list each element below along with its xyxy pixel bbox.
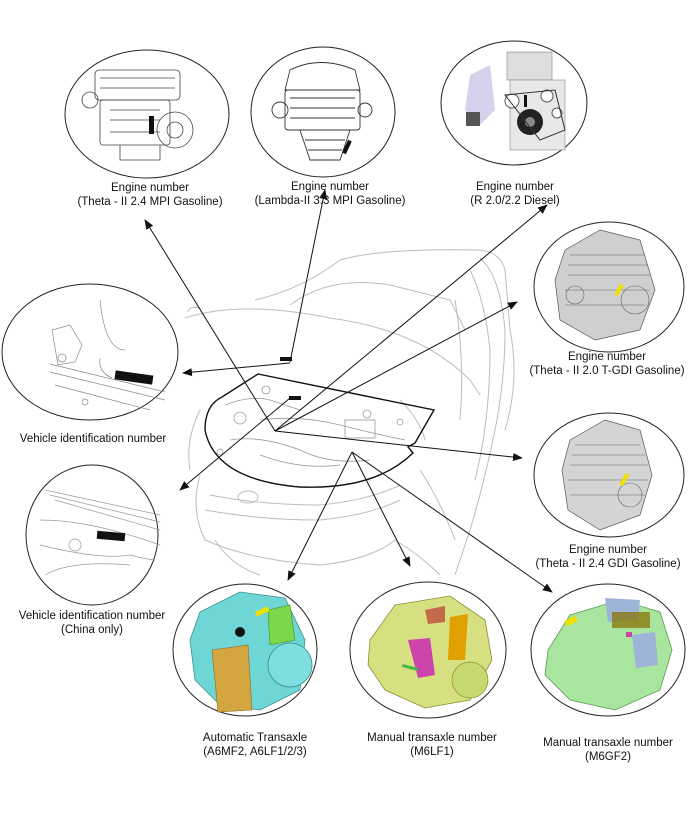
label-variant: (M6GF2) xyxy=(584,751,631,763)
label-variant: (Theta - II 2.4 GDI Gasoline) xyxy=(535,558,681,570)
vehicle-illustration xyxy=(184,249,515,576)
engine-lambda2-33-mpi-callout xyxy=(250,46,396,178)
arrow-theta2-20-tgdi xyxy=(274,301,518,432)
label-vin-main: Vehicle identification number xyxy=(20,432,166,446)
label-r-diesel: Engine number (R 2.0/2.2 Diesel) xyxy=(470,180,559,208)
label-title: Engine number xyxy=(569,544,647,556)
label-title: Engine number xyxy=(475,181,554,193)
arrow-vin-china xyxy=(179,397,291,491)
engine-theta2-24-gdi-callout xyxy=(533,412,685,538)
engine-number-marker xyxy=(619,472,630,487)
label-variant: (China only) xyxy=(61,624,123,636)
label-auto-transaxle: Automatic Transaxle (A6MF2, A6LF1/2/3) xyxy=(203,731,307,759)
engine-theta2-20-tgdi-callout xyxy=(533,221,685,353)
label-vin-china: Vehicle identification number (China onl… xyxy=(19,609,165,637)
arrow-theta2-24-gdi xyxy=(274,430,523,461)
engine-theta2-24-mpi-callout xyxy=(64,49,230,179)
label-variant: (A6MF2, A6LF1/2/3) xyxy=(203,746,307,758)
engine-number-marker xyxy=(149,116,154,134)
label-variant: (Theta - II 2.0 T-GDI Gasoline) xyxy=(529,365,685,377)
engine-number-marker xyxy=(614,283,624,297)
engine-r-diesel-callout xyxy=(440,40,588,166)
label-variant: (R 2.0/2.2 Diesel) xyxy=(470,195,560,207)
label-m6lf1: Manual transaxle number (M6LF1) xyxy=(367,731,497,759)
label-title: Manual transaxle number xyxy=(367,732,497,744)
arrow-lambda2-33-mpi xyxy=(289,189,328,363)
engine-number-marker xyxy=(524,95,527,107)
arrow-theta2-24-mpi xyxy=(144,219,276,432)
arrow-vin-main xyxy=(182,362,291,377)
label-lambda2-33-mpi: Engine number (Lambda-II 3.3 MPI Gasolin… xyxy=(255,180,406,208)
label-variant: (M6LF1) xyxy=(410,746,454,758)
label-title: Vehicle identification number xyxy=(18,610,166,622)
label-variant: (Theta - II 2.4 MPI Gasoline) xyxy=(77,196,223,208)
leader-lines xyxy=(144,189,553,593)
transaxle-number-marker xyxy=(254,606,270,617)
label-m6gf2: Manual transaxle number (M6GF2) xyxy=(543,736,673,764)
label-theta2-24-mpi: Engine number (Theta - II 2.4 MPI Gasoli… xyxy=(77,181,222,209)
m6gf2-transaxle-callout xyxy=(530,583,686,717)
label-title: Automatic Transaxle xyxy=(202,732,308,744)
vin-china-callout xyxy=(25,464,161,606)
engine-bay-outline xyxy=(204,373,436,488)
label-variant: (Lambda-II 3.3 MPI Gasoline) xyxy=(254,195,406,207)
vin-marker xyxy=(114,370,154,385)
engine-number-marker xyxy=(289,396,301,400)
vin-marker xyxy=(96,530,126,542)
label-title: Engine number xyxy=(111,182,189,194)
vin-main-callout xyxy=(1,283,179,421)
label-title: Engine number xyxy=(568,351,646,363)
transaxle-number-marker xyxy=(564,615,578,627)
label-theta2-20-tgdi: Engine number (Theta - II 2.0 T-GDI Gaso… xyxy=(529,350,684,378)
m6lf1-transaxle-callout xyxy=(349,581,507,719)
label-title: Manual transaxle number xyxy=(543,737,673,749)
arrow-m6lf1 xyxy=(351,451,411,567)
label-title: Engine number xyxy=(291,181,369,193)
engine-number-marker xyxy=(342,139,352,155)
auto-transaxle-callout xyxy=(172,583,318,717)
label-title: Vehicle identification number xyxy=(19,433,167,445)
arrow-m6gf2 xyxy=(351,451,553,593)
arrow-auto-transaxle xyxy=(287,451,353,581)
vin-marker-hood xyxy=(280,357,292,361)
arrow-r-diesel xyxy=(274,204,548,432)
label-theta2-24-gdi: Engine number (Theta - II 2.4 GDI Gasoli… xyxy=(535,543,680,571)
